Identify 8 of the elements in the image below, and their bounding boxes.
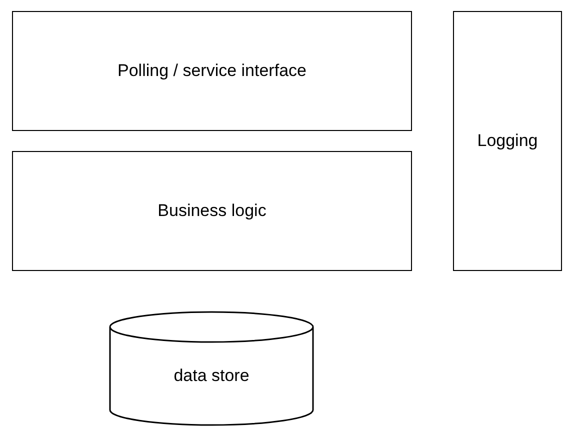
node-label: Logging xyxy=(477,130,538,152)
component-box xyxy=(12,11,412,131)
node-label: data store xyxy=(174,364,250,387)
node-label: Business logic xyxy=(158,200,266,222)
database-cylinder xyxy=(109,311,314,426)
component-box xyxy=(12,151,412,271)
component-box xyxy=(453,11,562,271)
node-label: Polling / service interface xyxy=(118,60,306,82)
